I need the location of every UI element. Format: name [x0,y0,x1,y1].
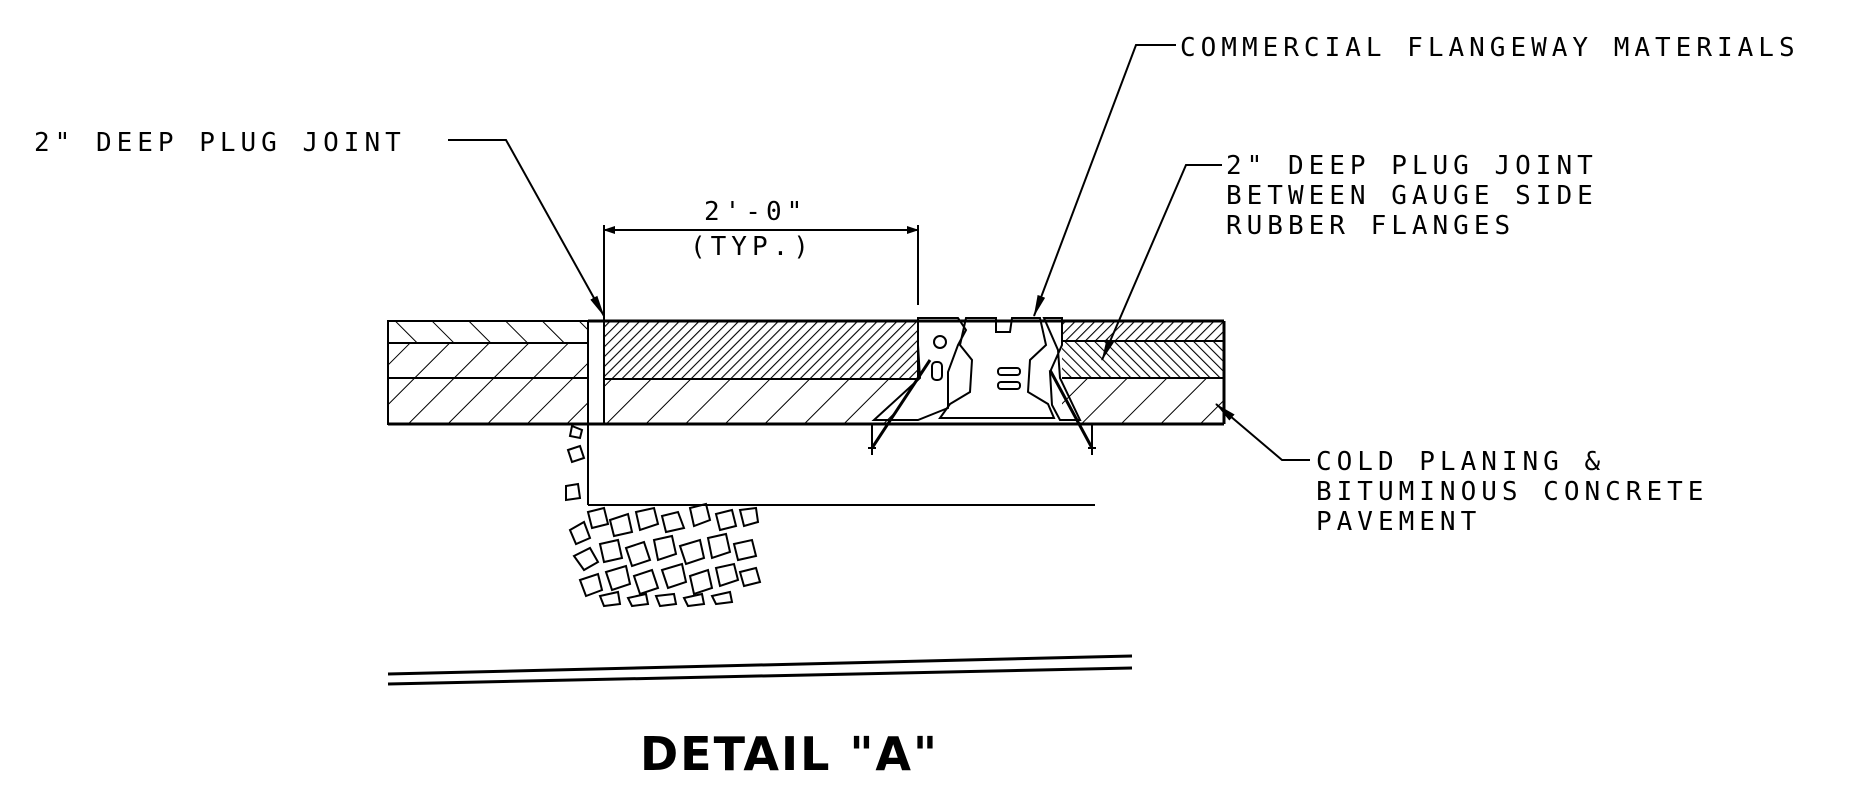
label-pavement-line3: PAVEMENT [1316,507,1481,537]
aggregate-stones [565,424,762,608]
dimension-value: 2'-0" [704,197,807,227]
flangeway-rail-assembly [868,317,1096,455]
detail-title: DETAIL "A" [640,727,939,781]
label-plug-joint-right-line2: BETWEEN GAUGE SIDE [1226,181,1598,211]
ground-line [387,654,1133,686]
leader-lines [448,44,1310,461]
label-flangeway: COMMERCIAL FLANGEWAY MATERIALS [1180,33,1800,63]
label-plug-joint-right-line1: 2" DEEP PLUG JOINT [1226,151,1598,181]
label-pavement-line2: BITUMINOUS CONCRETE [1316,477,1708,507]
existing-pavement-section [387,320,589,425]
label-pavement-line1: COLD PLANING & [1316,447,1605,477]
plug-joint-left-area [603,320,919,424]
dimension-note: (TYP.) [690,232,814,262]
label-plug-joint-right-line3: RUBBER FLANGES [1226,211,1515,241]
plug-joint-right-area [1062,321,1224,424]
dimension-line [603,225,919,305]
slab-outline [388,300,1226,506]
label-plug-joint-left: 2" DEEP PLUG JOINT [34,128,406,158]
